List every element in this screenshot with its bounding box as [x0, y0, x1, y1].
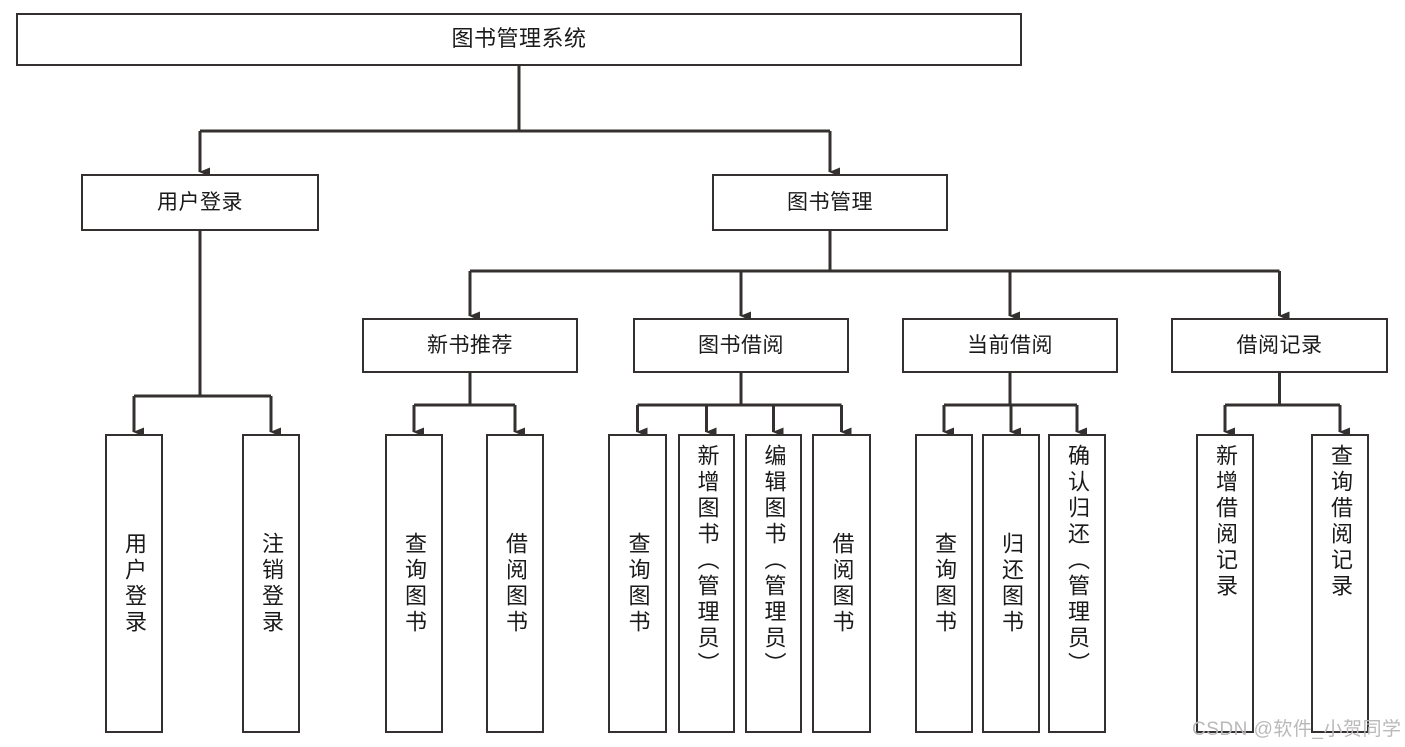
node-label: 新增借阅记录: [1213, 444, 1238, 600]
node-label: 新增图书（管理员）: [694, 444, 720, 678]
node-label: 用户登录: [157, 190, 243, 214]
node-newbook-1[interactable]: 查询图书: [385, 434, 443, 733]
node-borrow-1[interactable]: 查询图书: [608, 434, 667, 733]
node-current-2[interactable]: 归还图书: [982, 434, 1040, 733]
node-bookmgmt[interactable]: 图书管理: [712, 174, 948, 231]
node-root[interactable]: 图书管理系统: [16, 13, 1022, 66]
node-label: 借阅图书: [503, 531, 528, 636]
node-label: 借阅图书: [829, 531, 855, 636]
node-current-1[interactable]: 查询图书: [915, 434, 973, 733]
node-label: 图书管理系统: [451, 26, 587, 52]
csdn-watermark: CSDN @软件_小贺同学: [1192, 719, 1402, 740]
node-borrow-3[interactable]: 编辑图书（管理员）: [745, 434, 802, 733]
node-current-3[interactable]: 确认归还（管理员）: [1048, 434, 1106, 733]
node-borrow-4[interactable]: 借阅图书: [812, 434, 871, 733]
node-label: 编辑图书（管理员）: [761, 444, 787, 678]
node-label: 查询图书: [402, 531, 427, 636]
node-label: 确认归还（管理员）: [1065, 444, 1090, 678]
node-newbook[interactable]: 新书推荐: [362, 318, 578, 373]
node-login-1[interactable]: 用户登录: [105, 434, 163, 733]
node-label: 当前借阅: [967, 333, 1053, 357]
node-label: 图书借阅: [698, 333, 784, 357]
node-label: 查询图书: [625, 531, 651, 636]
node-login[interactable]: 用户登录: [81, 174, 319, 231]
node-record-2[interactable]: 查询借阅记录: [1311, 434, 1369, 733]
node-label: 用户登录: [122, 531, 147, 636]
node-borrow-2[interactable]: 新增图书（管理员）: [678, 434, 735, 733]
node-label: 借阅记录: [1236, 333, 1323, 357]
node-login-2[interactable]: 注销登录: [242, 434, 300, 733]
node-label: 图书管理: [787, 190, 873, 214]
node-current[interactable]: 当前借阅: [902, 318, 1118, 373]
node-label: 查询图书: [932, 531, 957, 636]
node-newbook-2[interactable]: 借阅图书: [486, 434, 544, 733]
node-label: 新书推荐: [427, 333, 513, 357]
node-label: 查询借阅记录: [1328, 444, 1353, 600]
node-record[interactable]: 借阅记录: [1171, 318, 1388, 373]
node-label: 归还图书: [999, 531, 1024, 636]
node-label: 注销登录: [259, 531, 284, 636]
node-record-1[interactable]: 新增借阅记录: [1196, 434, 1254, 733]
node-borrow[interactable]: 图书借阅: [633, 318, 849, 373]
